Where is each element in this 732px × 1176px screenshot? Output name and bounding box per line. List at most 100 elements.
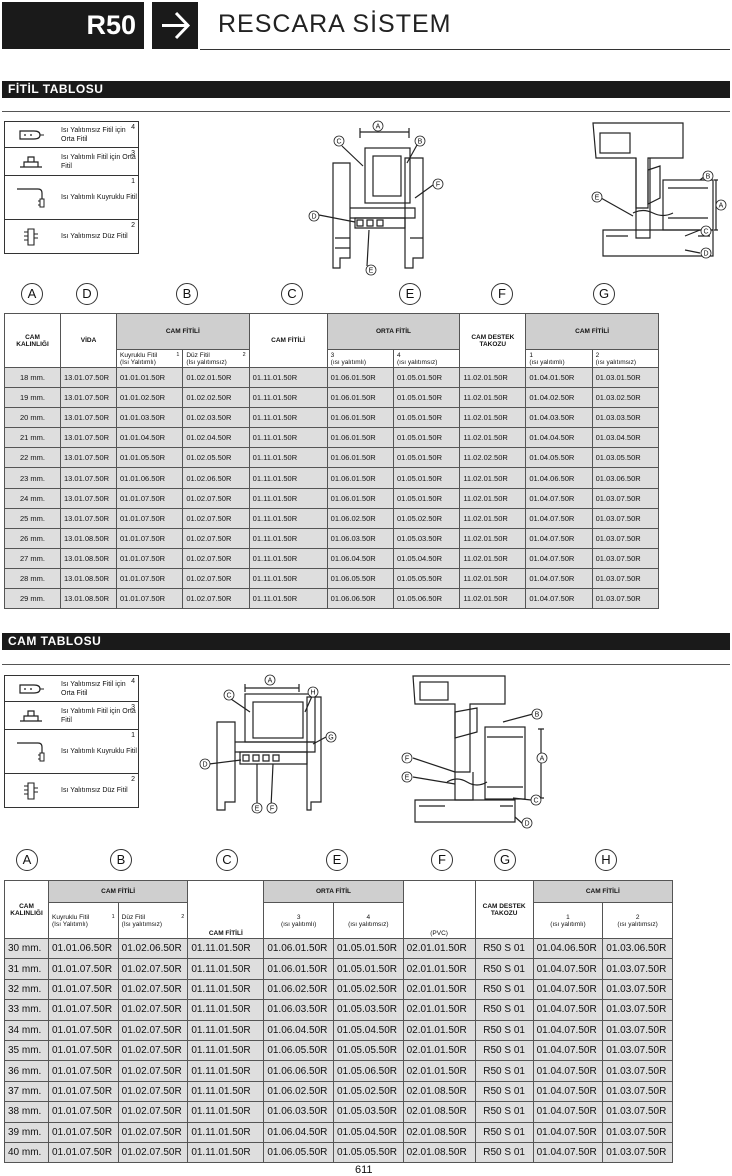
label-d: D [524, 821, 529, 828]
column-letter-g: G [593, 283, 615, 305]
table-cell: 01.05.01.50R [392, 447, 461, 469]
table-cell: 01.11.01.50R [187, 1039, 265, 1062]
label-c: C [533, 798, 538, 805]
table-cell: 01.01.07.50R [48, 1121, 119, 1143]
arrow-right-icon [152, 2, 198, 49]
sup-2: 2 [181, 913, 185, 920]
mullion-section-diagram-2: B A F E C D [401, 675, 548, 829]
table-cell: 01.02.07.50R [117, 1080, 189, 1103]
legend-number: 1 [131, 178, 135, 185]
table-cell: 01.04.06.50R [532, 937, 604, 960]
table-cell: 01.06.04.50R [326, 547, 394, 569]
table-cell: 01.05.02.50R [332, 1080, 404, 1103]
table-cell: 01.04.07.50R [525, 588, 593, 610]
table-cell: 01.04.07.50R [525, 567, 593, 590]
legend-text: Isı Yalıtımlı Fitil için Orta Fitil [61, 153, 136, 170]
table-cell: 01.05.05.50R [392, 567, 461, 590]
table-cell: 01.03.07.50R [602, 958, 673, 980]
n3-label: 3 [296, 913, 301, 921]
legend-number: 1 [131, 732, 135, 739]
table-cell: 28 mm. [4, 567, 61, 590]
legend-number: 2 [131, 776, 135, 783]
table-cell: 01.11.01.50R [248, 366, 328, 389]
table-cell: R50 S 01 [474, 958, 534, 980]
table-cell: 01.04.07.50R [525, 487, 593, 509]
fitil-table: CAM KALINLIĞI VİDA CAM FİTİLİ CAM FİTİLİ… [4, 313, 660, 610]
table-cell: 01.01.07.50R [115, 487, 184, 509]
table-cell: 01.05.03.50R [392, 527, 461, 549]
table-cell: 01.06.01.50R [263, 937, 334, 960]
table-cell: 02.01.01.50R [402, 1039, 476, 1062]
sup-1: 1 [111, 913, 115, 920]
table-cell: 11.02.01.50R [459, 427, 527, 449]
col-header-2: 2(ısı yalıtımsız) [602, 902, 673, 939]
col-header-1: 1(ısı yalıtımlı) [525, 349, 593, 368]
table-cell: 01.04.07.50R [532, 1039, 604, 1062]
section-rule [2, 111, 730, 112]
table-cell: 01.03.04.50R [591, 427, 660, 449]
legend-number: 4 [131, 124, 135, 131]
legend-text: Isı Yalıtımlı Fitil için Orta Fitil [61, 707, 136, 724]
n1-label: 1 [566, 913, 570, 921]
table-cell: 01.05.01.50R [332, 937, 404, 960]
label-d: D [703, 251, 708, 258]
n3-label: 3 [330, 351, 335, 359]
table-cell: 01.04.05.50R [525, 447, 593, 469]
table-cell: 11.02.02.50R [459, 447, 527, 469]
column-letter-a: A [21, 283, 43, 305]
table-cell: 11.02.01.50R [459, 527, 527, 549]
table-cell: R50 S 01 [474, 978, 534, 1001]
table-cell: 01.11.01.50R [187, 1019, 265, 1041]
table-cell: 01.05.01.50R [392, 427, 461, 449]
section-title-fitil: FİTİL TABLOSU [2, 81, 730, 98]
label-b: B [535, 712, 540, 719]
table-cell: 01.11.01.50R [187, 1060, 265, 1082]
profile-gasket-icon [5, 122, 57, 147]
table-cell: 01.11.01.50R [248, 567, 328, 590]
label-d: D [202, 762, 207, 769]
table-cell: 02.01.08.50R [402, 1121, 476, 1143]
table-cell: 01.01.01.50R [115, 366, 184, 389]
label-d: D [311, 214, 316, 221]
table-cell: 01.02.07.50R [182, 567, 250, 590]
table-cell: 01.11.01.50R [187, 978, 265, 1001]
table-cell: 01.06.05.50R [326, 567, 394, 590]
table-cell: 01.02.07.50R [117, 958, 189, 980]
table-cell: 34 mm. [4, 1019, 49, 1041]
table-cell: 01.05.01.50R [392, 387, 461, 409]
table-cell: 29 mm. [4, 588, 61, 610]
table-cell: 27 mm. [4, 547, 61, 569]
tailed-gasket-icon [5, 730, 57, 773]
series-code-badge: R50 [2, 2, 144, 49]
table-cell: 01.03.07.50R [591, 567, 660, 590]
table-cell: 01.03.06.50R [591, 467, 660, 489]
table-cell: 01.11.01.50R [248, 447, 328, 469]
n4-sub: (ısı yalıtımsız) [396, 358, 438, 366]
table-cell: 01.04.07.50R [532, 1060, 604, 1082]
table-cell: 01.03.07.50R [602, 1019, 673, 1041]
table-cell: 01.01.07.50R [48, 978, 119, 1001]
table-cell: 01.11.01.50R [187, 1121, 265, 1143]
label-g: G [328, 735, 333, 742]
table-cell: 01.06.03.50R [326, 527, 394, 549]
n2-sub: (ısı yalıtımsız) [595, 358, 637, 366]
table-cell: 01.01.07.50R [115, 547, 184, 569]
table-cell: 13.01.07.50R [60, 427, 117, 449]
legend-text: Isı Yalıtımsız Fitil için Orta Fitil [61, 126, 126, 143]
col-header-cam-fitili: CAM FİTİLİ [47, 880, 189, 903]
table-cell: 33 mm. [4, 999, 49, 1021]
col-header-orta-fitil: ORTA FİTİL [326, 313, 461, 350]
column-letter-h: H [595, 849, 617, 871]
table-cell: R50 S 01 [474, 1121, 534, 1143]
table-cell: 01.05.01.50R [392, 487, 461, 509]
table-cell: 24 mm. [4, 487, 61, 509]
table-cell: 01.02.07.50R [182, 507, 250, 529]
table-cell: 01.03.01.50R [591, 366, 660, 389]
